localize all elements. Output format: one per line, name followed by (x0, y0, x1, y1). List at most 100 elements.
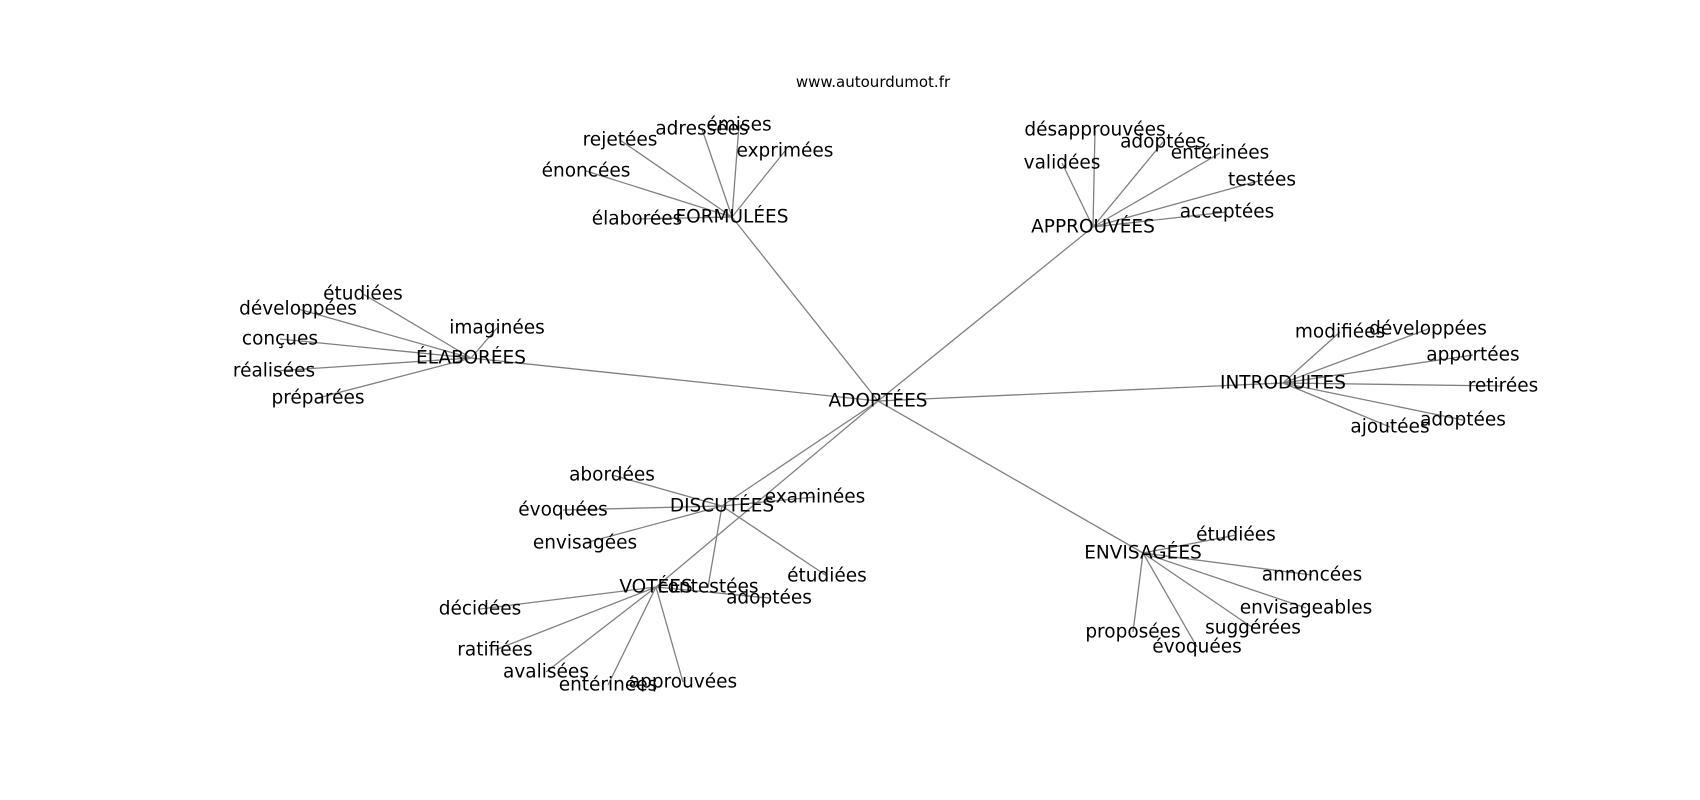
edge-center-discutees (721, 400, 879, 507)
leaf-label-elaborees-2: conçues (242, 329, 318, 350)
hub-label-discutees: DISCUTÉES (670, 495, 774, 517)
edge-votees-leaf-1 (494, 586, 657, 651)
edge-envisagees-leaf-3 (1142, 552, 1254, 629)
edge-formulees-leaf-5 (731, 150, 786, 218)
edge-discutees-leaf-3 (721, 496, 816, 507)
edge-center-introduites (877, 382, 1284, 402)
leaf-label-formulees-1: énoncées (542, 161, 631, 182)
edge-discutees-leaf-2 (584, 505, 723, 544)
edge-elaborees-leaf-0 (317, 357, 472, 399)
edge-formulees-leaf-0 (636, 216, 733, 220)
hub-label-introduites: INTRODUITES (1220, 373, 1346, 394)
edge-formulees-leaf-3 (701, 128, 733, 218)
leaf-label-approuvees-3: entérinées (1171, 143, 1270, 164)
edge-discutees-leaf-1 (562, 505, 723, 511)
hub-label-approuvees: APPROUVÉES (1031, 216, 1155, 238)
leaf-label-envisagees-1: annoncées (1262, 565, 1362, 586)
leaf-label-votees-5: adoptées (726, 588, 812, 609)
edge-elaborees-leaf-1 (273, 357, 472, 372)
leaf-label-discutees-1: évoquées (518, 500, 608, 521)
leaf-label-introduites-1: développées (1369, 319, 1487, 340)
edge-discutees-leaf-0 (611, 474, 723, 507)
leaf-label-envisagees-4: évoquées (1152, 637, 1242, 658)
edge-introduites-leaf-2 (1282, 354, 1474, 384)
edge-votees-leaf-5 (655, 586, 770, 599)
leaf-label-formulees-5: exprimées (737, 141, 834, 162)
labels: www.autourdumot.fr ADOPTÉES FORMULÉESélab… (233, 73, 1538, 696)
leaf-label-envisagees-5: proposées (1085, 622, 1180, 643)
center-node-label: ADOPTÉES (828, 390, 927, 412)
edge-center-votees (655, 400, 879, 588)
leaf-label-approuvees-1: désapprouvées (1024, 120, 1165, 141)
edge-approuvees-leaf-3 (1092, 152, 1221, 228)
hub-label-envisagees: ENVISAGÉES (1084, 542, 1202, 564)
edge-center-envisagees (877, 400, 1144, 554)
edge-elaborees-leaf-4 (362, 293, 472, 359)
leaf-label-envisagees-3: suggérées (1205, 618, 1301, 639)
edge-envisagees-leaf-2 (1142, 552, 1307, 609)
edge-center-formulees (731, 216, 879, 402)
edge-elaborees-leaf-3 (297, 308, 472, 359)
leaf-label-approuvees-5: acceptées (1180, 202, 1274, 223)
leaf-label-elaborees-3: développées (239, 299, 357, 320)
leaf-label-introduites-5: ajoutées (1350, 417, 1429, 438)
edge-introduites-leaf-4 (1282, 382, 1464, 421)
leaf-label-introduites-4: adoptées (1420, 410, 1506, 431)
edge-introduites-leaf-5 (1282, 382, 1391, 428)
leaf-label-approuvees-4: testées (1228, 170, 1296, 191)
edge-envisagees-leaf-5 (1132, 552, 1144, 633)
edge-votees-leaf-0 (479, 586, 657, 610)
leaf-label-votees-2: avalisées (503, 662, 589, 683)
leaf-label-envisagees-0: étudiées (1196, 525, 1276, 546)
leaf-label-approuvees-2: adoptées (1120, 132, 1206, 153)
edge-approuvees-leaf-0 (1061, 162, 1094, 228)
edge-formulees-leaf-4 (731, 124, 740, 218)
edge-introduites-leaf-3 (1282, 382, 1504, 387)
leaf-label-votees-1: ratifiées (457, 640, 532, 661)
leaf-label-formulees-3: adressées (655, 119, 748, 140)
leaf-label-introduites-2: apportées (1426, 345, 1519, 366)
leaf-label-elaborees-0: préparées (271, 388, 364, 409)
leaf-label-discutees-5: contestées (657, 577, 758, 598)
leaf-label-formulees-2: rejetées (583, 130, 658, 151)
site-url: www.autourdumot.fr (796, 73, 951, 91)
leaf-label-votees-3: entérinées (559, 675, 658, 696)
hub-label-votees: VOTÉES (619, 576, 692, 598)
edge-center-approuvees (877, 226, 1094, 402)
hub-label-formulees: FORMULÉES (676, 206, 789, 228)
edge-approuvees-leaf-4 (1092, 179, 1263, 228)
leaf-label-discutees-4: étudiées (787, 566, 867, 587)
leaf-label-introduites-0: modifiées (1295, 322, 1385, 343)
leaf-label-elaborees-1: réalisées (233, 361, 315, 382)
leaf-label-votees-4: approuvées (629, 672, 737, 693)
edge-approuvees-leaf-2 (1092, 141, 1164, 228)
edge-envisagees-leaf-4 (1142, 552, 1198, 648)
edge-elaborees-leaf-5 (470, 327, 498, 359)
leaf-label-formulees-4: émises (706, 115, 771, 136)
leaf-label-introduites-3: retirées (1468, 376, 1539, 397)
edge-envisagees-leaf-1 (1142, 552, 1313, 576)
leaf-label-formulees-0: élaborées (592, 209, 683, 230)
edge-introduites-leaf-0 (1282, 331, 1341, 384)
leaf-label-elaborees-5: imaginées (449, 318, 545, 339)
leaf-label-discutees-2: envisagées (533, 533, 637, 554)
leaf-label-votees-0: décidées (439, 599, 522, 620)
edge-discutees-leaf-5 (707, 505, 723, 588)
leaf-label-discutees-0: abordées (569, 465, 655, 486)
leaf-label-approuvees-0: validées (1024, 153, 1101, 174)
hub-label-elaborees: ÉLABORÉES (416, 347, 526, 369)
edge-elaborees-leaf-2 (279, 338, 472, 359)
edge-votees-leaf-2 (545, 586, 657, 673)
edges (273, 124, 1504, 686)
edge-envisagees-leaf-0 (1142, 534, 1237, 554)
leaf-label-envisagees-2: envisageables (1240, 598, 1373, 619)
edge-formulees-leaf-1 (585, 170, 733, 218)
edge-approuvees-leaf-1 (1092, 129, 1096, 228)
edge-votees-leaf-4 (655, 586, 684, 683)
leaf-label-discutees-3: examinées (765, 487, 866, 508)
edge-formulees-leaf-2 (619, 139, 733, 218)
leaf-label-elaborees-4: étudiées (323, 284, 403, 305)
edge-approuvees-leaf-5 (1092, 211, 1228, 228)
edge-center-elaborees (470, 357, 879, 402)
